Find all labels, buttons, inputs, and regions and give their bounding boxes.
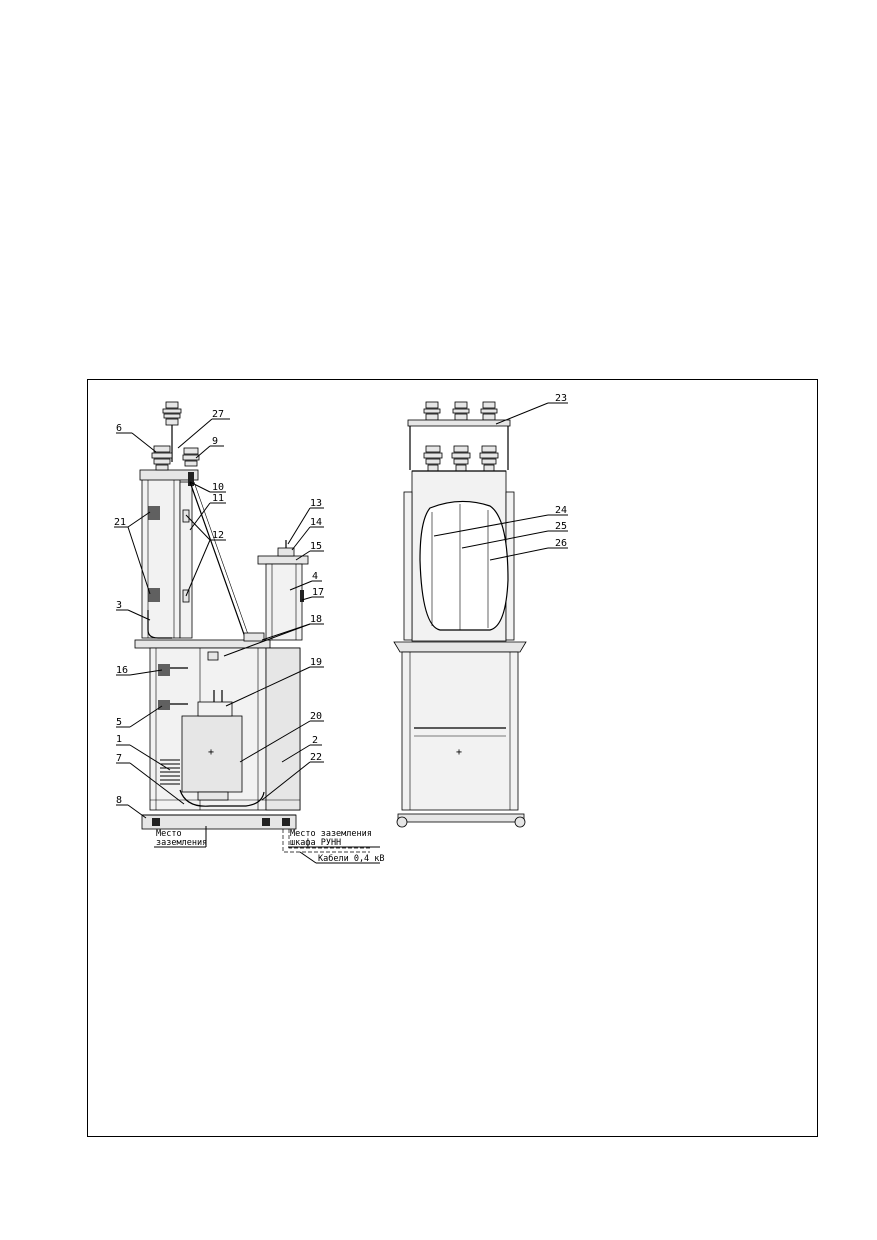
callout-label: 17	[312, 587, 324, 598]
callout-label: 14	[310, 517, 322, 528]
callout-label: 8	[116, 795, 122, 806]
side-view: +	[134, 401, 370, 853]
radiator-icon	[160, 759, 180, 785]
callout-label: 10	[212, 482, 224, 493]
upper-column	[139, 469, 199, 639]
callout-label: 9	[212, 436, 218, 447]
right-small-cabinet	[257, 540, 309, 641]
callout-label: 25	[555, 521, 567, 532]
callout-label: 22	[310, 752, 322, 763]
drawing-frame	[87, 379, 818, 1137]
ground-left-note-line1: Место	[156, 829, 182, 839]
callout-label: 16	[116, 665, 128, 676]
callout-label: 18	[310, 614, 322, 625]
callout-label: 19	[310, 657, 322, 668]
leader-lines	[114, 418, 324, 819]
callout-label: 13	[310, 498, 322, 509]
spring-icon	[148, 506, 160, 602]
callout-label: 6	[116, 423, 122, 434]
svg-text:+: +	[208, 747, 214, 758]
side-view-labels: 1 2 3 4 5 6 7 8 9 10 11 12 13 14 15 16 1…	[114, 409, 324, 806]
callout-label: 12	[212, 530, 224, 541]
ground-notes: Место заземления Место заземления шкафа …	[154, 826, 385, 864]
cables-note: Кабели 0,4 кВ	[318, 853, 385, 864]
callout-label: 20	[310, 711, 322, 722]
ground-right-note-line2: шкафа РУНН	[290, 838, 341, 848]
callout-label: 1	[116, 734, 122, 745]
front-view: +	[393, 401, 527, 828]
callout-label: 21	[114, 517, 126, 528]
column-insulator-icon	[151, 445, 200, 486]
callout-label: 24	[555, 505, 567, 516]
front-leader-lines	[433, 402, 568, 561]
ground-left-note-line2: заземления	[156, 838, 207, 848]
callout-label: 3	[116, 600, 122, 611]
frame-insulator-icon	[423, 401, 498, 421]
callout-label: 26	[555, 538, 567, 549]
front-view-labels: 23 24 25 26	[555, 393, 567, 549]
callout-label: 4	[312, 571, 318, 582]
callout-label: 23	[555, 393, 567, 404]
callout-label: 27	[212, 409, 224, 420]
callout-label: 2	[312, 735, 318, 746]
svg-text:+: +	[456, 747, 462, 758]
transformer-icon: +	[181, 690, 243, 801]
ground-right-note-line1: Место заземления	[290, 829, 372, 839]
callout-label: 5	[116, 717, 122, 728]
cabinet-insulator-icon	[423, 445, 499, 472]
callout-label: 11	[212, 493, 224, 504]
callout-label: 15	[310, 541, 322, 552]
callout-label: 7	[116, 753, 122, 764]
